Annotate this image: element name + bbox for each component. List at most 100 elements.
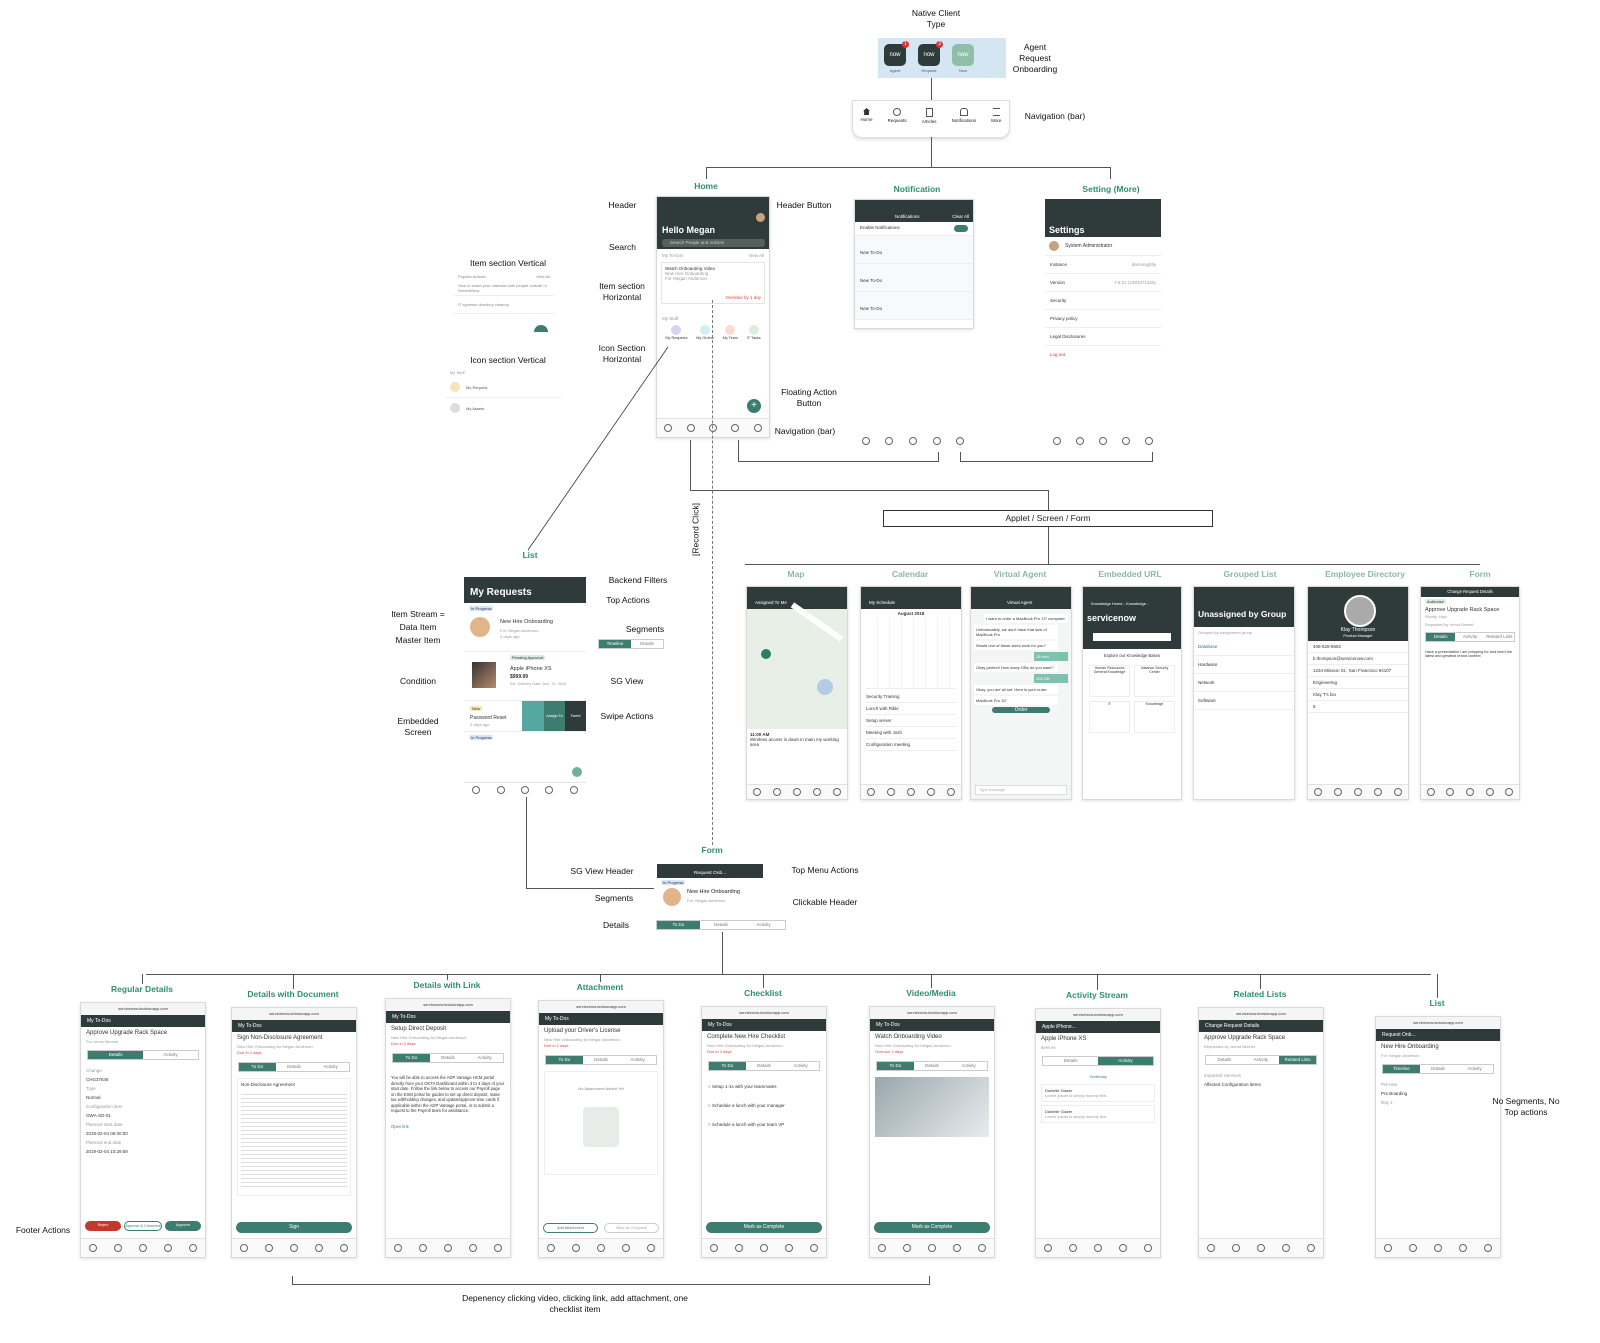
group-row[interactable]: Network	[1194, 674, 1294, 692]
menu-icon[interactable]	[1483, 1244, 1492, 1252]
map-view[interactable]	[747, 602, 847, 729]
icon-my-requests[interactable]: My Requests	[665, 325, 688, 340]
notification-item[interactable]: New To-Do	[855, 236, 973, 264]
nav-articles[interactable]: Articles	[922, 108, 936, 124]
bell-icon[interactable]	[621, 1244, 630, 1252]
articles-icon[interactable]	[138, 1244, 147, 1252]
panel-header[interactable]: Request Onb...	[1376, 1029, 1500, 1041]
approve-button[interactable]: Approve	[165, 1221, 201, 1231]
bell-icon[interactable]	[1281, 1244, 1290, 1252]
group-row[interactable]: Hardware	[1194, 656, 1294, 674]
checklist-item[interactable]: ○ Schedule a lunch with your team VP	[708, 1122, 785, 1127]
now-app-icon[interactable]: now	[952, 44, 974, 66]
menu-icon[interactable]	[977, 1244, 986, 1252]
home-icon[interactable]	[240, 1244, 249, 1252]
home-icon[interactable]	[394, 1244, 403, 1252]
privacy-row[interactable]: Privacy policy	[1045, 310, 1161, 328]
articles-icon[interactable]	[927, 1244, 936, 1252]
floating-action-button[interactable]	[572, 767, 582, 777]
bell-icon[interactable]	[1458, 1244, 1467, 1252]
nav-more[interactable]: More	[991, 108, 1001, 124]
calendar-grid[interactable]	[866, 618, 956, 689]
nav-requests[interactable]: Requests	[888, 108, 907, 124]
requests-icon[interactable]	[1069, 1244, 1078, 1252]
nav-notifications[interactable]: Notifications	[952, 108, 976, 124]
panel-header[interactable]: Change Request Details	[1199, 1020, 1323, 1032]
search-input[interactable]: Search People and Articles	[662, 239, 765, 247]
list-item[interactable]: In Progress New Hire Onboarding For: Meg…	[464, 603, 586, 652]
home-icon[interactable]	[1044, 1244, 1053, 1252]
articles-icon[interactable]	[1256, 1244, 1265, 1252]
notification-item[interactable]: New To-Do	[855, 292, 973, 320]
order-button[interactable]: Order	[992, 707, 1050, 713]
articles-icon[interactable]	[1093, 1244, 1102, 1252]
requests-icon[interactable]	[1409, 1244, 1418, 1252]
security-row[interactable]: Security	[1045, 292, 1161, 310]
video-player[interactable]	[875, 1077, 989, 1137]
requests-icon[interactable]	[265, 1244, 274, 1252]
bell-icon[interactable]	[952, 1244, 961, 1252]
bell-icon[interactable]	[468, 1244, 477, 1252]
legal-row[interactable]: Legal Disclosures	[1045, 328, 1161, 346]
bell-icon[interactable]	[314, 1244, 323, 1252]
assign-swipe-button[interactable]: Assign To	[544, 701, 565, 731]
icon-my-team[interactable]: My Team	[723, 325, 738, 340]
articles-icon[interactable]	[1433, 1244, 1442, 1252]
view-all-link[interactable]: View All	[748, 253, 764, 258]
logout-button[interactable]: Log out	[1050, 352, 1066, 357]
icon-it-tasks[interactable]: IT Tasks	[747, 325, 761, 340]
menu-icon[interactable]	[1143, 1244, 1152, 1252]
group-row[interactable]: Software	[1194, 692, 1294, 710]
panel-header[interactable]: Apple iPhone...	[1036, 1021, 1160, 1033]
home-icon[interactable]	[710, 1244, 719, 1252]
reject-button[interactable]: Reject	[85, 1221, 121, 1231]
todo-card[interactable]: Watch Onboarding Video New Hire Onboardi…	[661, 262, 765, 304]
requests-icon[interactable]	[1232, 1244, 1241, 1252]
articles-icon[interactable]	[443, 1244, 452, 1252]
open-link[interactable]: Open link	[391, 1123, 409, 1129]
form-header[interactable]: Request Onb...	[657, 864, 763, 878]
floating-action-button[interactable]: +	[747, 399, 761, 413]
home-icon[interactable]	[664, 424, 673, 432]
tweet-swipe-button[interactable]: Tweet	[565, 701, 586, 731]
avatar[interactable]	[756, 213, 765, 222]
bell-icon[interactable]	[784, 1244, 793, 1252]
icon-my-orders[interactable]: My Orders	[696, 325, 714, 340]
va-message-input[interactable]: Type message	[975, 785, 1067, 795]
home-icon[interactable]	[878, 1244, 887, 1252]
panel-header[interactable]: My To-Dos	[702, 1019, 826, 1031]
menu-icon[interactable]	[646, 1244, 655, 1252]
checklist-item[interactable]: ○ Schedule a lunch with your manager	[708, 1103, 785, 1108]
mark-complete-button[interactable]: Mark as Complete	[604, 1223, 659, 1233]
list-item[interactable]: Pending Approval Apple iPhone XS $999.99…	[464, 652, 586, 701]
menu-icon[interactable]	[493, 1244, 502, 1252]
group-row[interactable]: Database	[1194, 638, 1294, 656]
checklist-item[interactable]: ○ Setup 1-1s with your teammates	[708, 1084, 777, 1089]
requests-icon[interactable]	[114, 1244, 123, 1252]
clear-all-button[interactable]: Clear All	[952, 214, 969, 219]
articles-icon[interactable]	[596, 1244, 605, 1252]
requests-icon[interactable]	[686, 424, 695, 432]
articles-icon[interactable]	[759, 1244, 768, 1252]
bell-icon[interactable]	[163, 1244, 172, 1252]
list-item-swipe[interactable]: New Password Reset 3 days ago Assign To …	[464, 701, 586, 732]
nav-home[interactable]: Home	[861, 108, 873, 124]
agent-app-icon[interactable]: now	[884, 44, 906, 66]
home-icon[interactable]	[1207, 1244, 1216, 1252]
panel-header[interactable]: My To-Dos	[386, 1011, 510, 1023]
bell-icon[interactable]	[731, 424, 740, 432]
menu-icon[interactable]	[753, 424, 762, 432]
notification-item[interactable]: New To-Do	[855, 264, 973, 292]
panel-header[interactable]: My To-Dos	[232, 1020, 356, 1032]
more-swipe-button[interactable]	[522, 701, 544, 731]
primary-action-button[interactable]: Mark as Complete	[874, 1222, 990, 1233]
requests-icon[interactable]	[903, 1244, 912, 1252]
